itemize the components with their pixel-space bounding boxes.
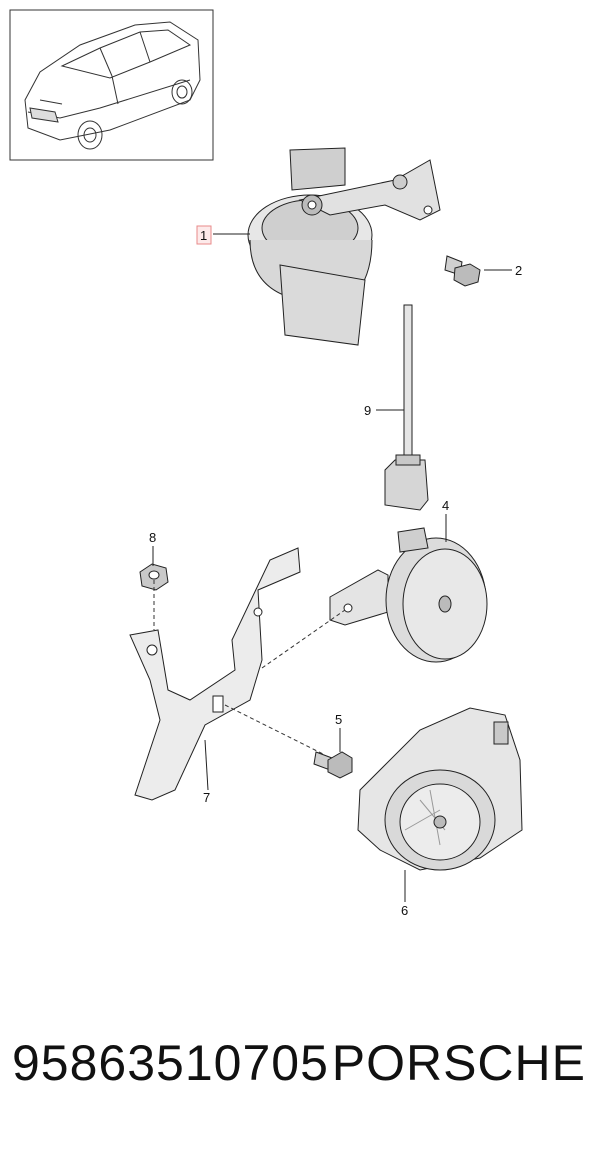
part-8-nut <box>139 563 169 591</box>
callout-7: 7 <box>203 790 210 805</box>
part-6-cover <box>357 707 523 871</box>
callout-8: 8 <box>149 530 156 545</box>
part-2-bolt <box>444 255 481 287</box>
callout-1-highlight <box>196 225 212 245</box>
callout-1: 1 <box>200 228 207 243</box>
brand-name: PORSCHE <box>331 1035 586 1091</box>
callout-5: 5 <box>335 712 342 727</box>
part-7-bracket <box>129 547 301 801</box>
part-4-round-horn <box>329 527 488 663</box>
callout-6: 6 <box>401 903 408 918</box>
callout-2: 2 <box>515 263 522 278</box>
leader-lines <box>152 233 512 902</box>
parts-diagram: 1 2 9 4 8 5 7 6 <box>9 9 523 918</box>
part-1-horn <box>247 147 441 346</box>
callout-4: 4 <box>442 498 449 513</box>
part-9-wire <box>384 304 429 511</box>
callout-9: 9 <box>364 403 371 418</box>
part-5-bolt <box>313 751 353 779</box>
vehicle-thumbnail <box>9 9 214 161</box>
footer: 95863510705 PORSCHE <box>0 1034 600 1124</box>
assembly-lines <box>153 580 346 756</box>
part-number: 95863510705 <box>12 1035 329 1091</box>
